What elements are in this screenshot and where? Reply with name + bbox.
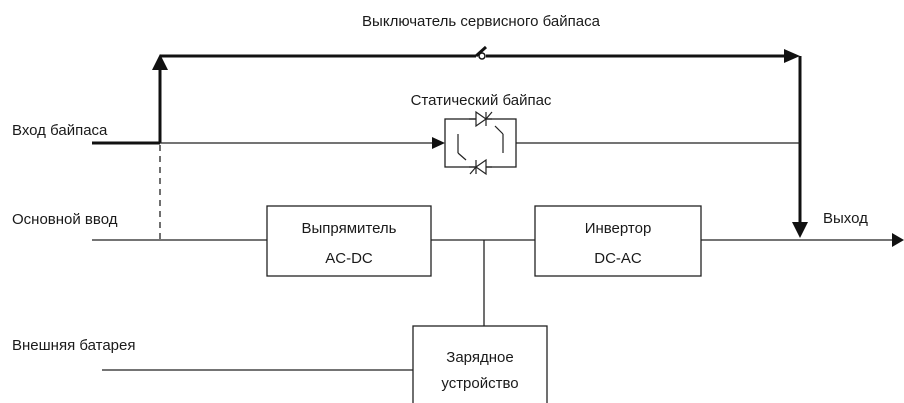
inverter-label-1: Инвертор: [585, 220, 652, 237]
static-bypass-label: Статический байпас: [411, 92, 552, 109]
rectifier-label-1: Выпрямитель: [301, 220, 396, 237]
bypass-switch-pivot: [478, 52, 486, 60]
rectifier-label-2: AC-DC: [325, 250, 373, 267]
top-arrow-icon: [784, 49, 800, 63]
charger-label-1: Зарядное: [446, 349, 513, 366]
output-label: Выход: [823, 210, 868, 227]
charger-block: Зарядное устройство: [412, 325, 548, 403]
riser-arrow-icon: [152, 54, 168, 70]
inverter-label-2: DC-AC: [594, 250, 642, 267]
bypass-switch-contact: [474, 45, 488, 58]
service-bypass-path: [152, 45, 808, 238]
main-input-path: [92, 233, 904, 326]
bypass-switch-label: Выключатель сервисного байпаса: [362, 13, 601, 30]
rectifier-block: Выпрямитель AC-DC: [266, 205, 432, 277]
external-battery-label: Внешняя батарея: [12, 337, 135, 354]
static-bypass-arrow-icon: [432, 137, 445, 149]
charger-label-2: устройство: [441, 375, 518, 392]
bypass-input-label: Вход байпаса: [12, 122, 108, 139]
down-arrow-icon: [792, 222, 808, 238]
output-arrow-icon: [892, 233, 904, 247]
static-bypass-symbol: [444, 110, 517, 176]
main-input-label: Основной ввод: [12, 211, 118, 228]
bypass-input-line: [92, 137, 800, 149]
inverter-block: Инвертор DC-AC: [534, 205, 702, 277]
